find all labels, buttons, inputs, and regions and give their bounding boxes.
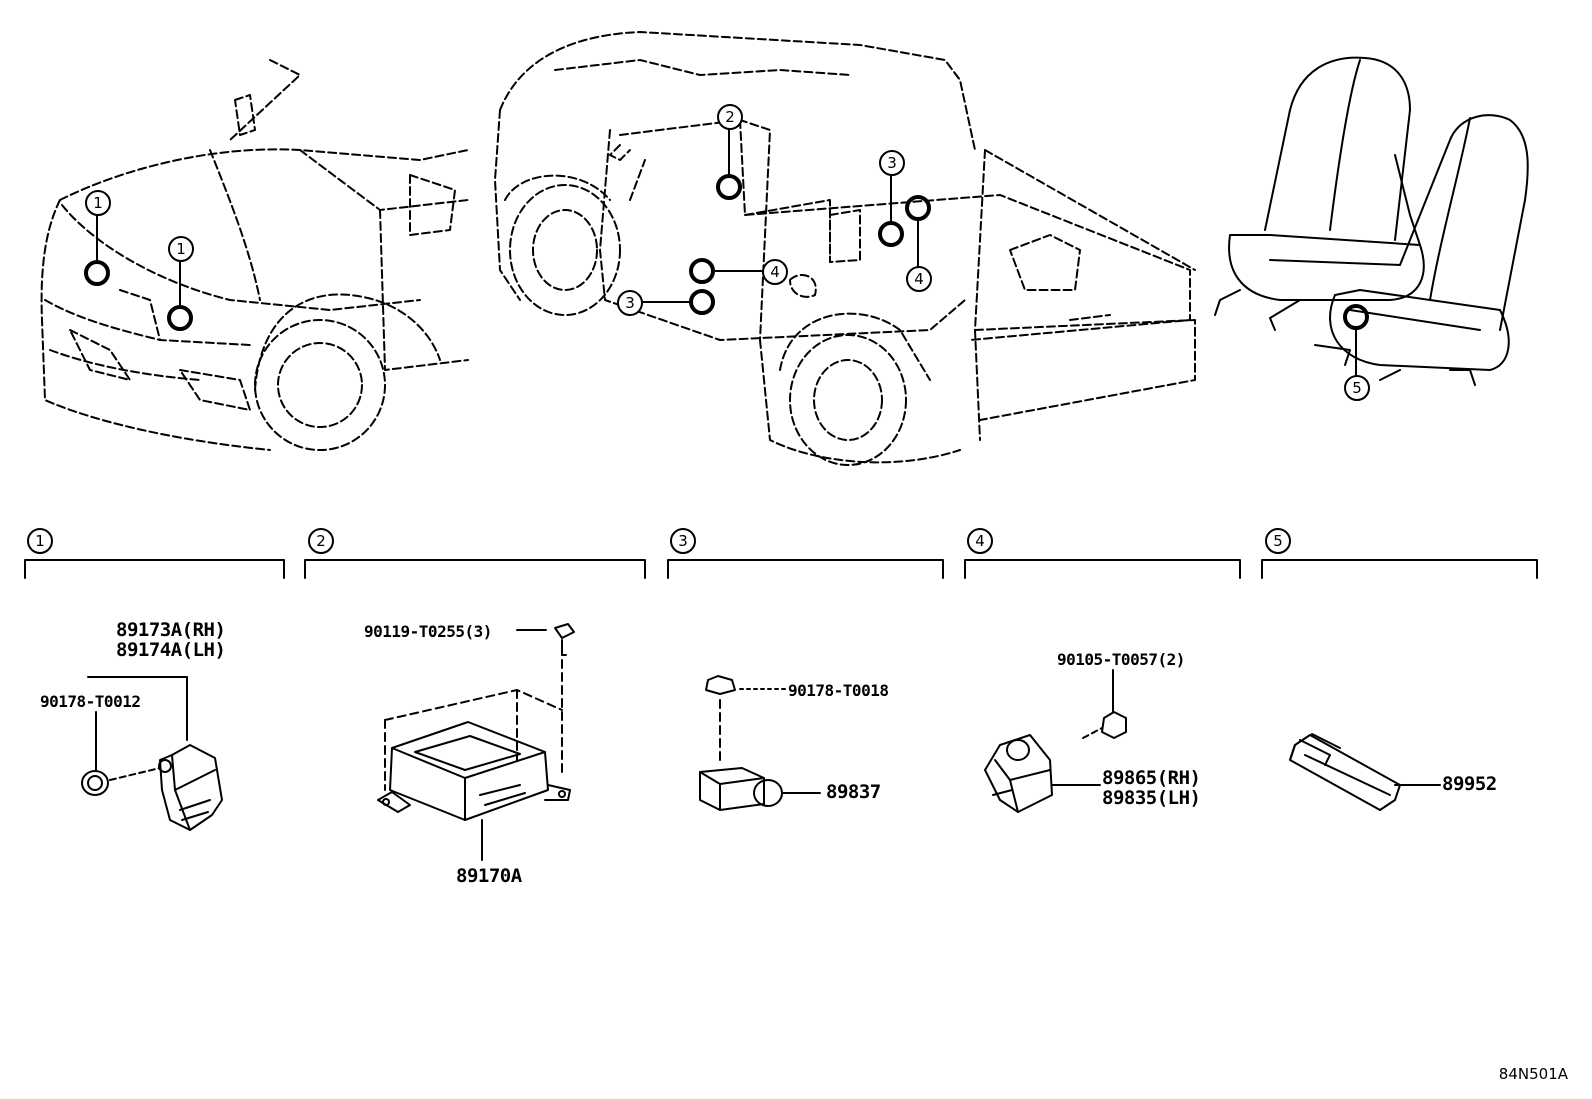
section-5-parts [1289,733,1441,811]
part-label-90119-t0255[interactable]: 90119-T0255(3) [364,622,492,641]
section-4-parts [984,669,1127,813]
callout-location-4b: 4 [762,259,788,285]
pickup-truck-sensor-markers [689,174,931,315]
part-label-89837[interactable]: 89837 [826,781,881,803]
part-label-90178-t0012[interactable]: 90178-T0012 [40,692,141,711]
section-number-4: 4 [967,528,993,554]
diagram-code: 84N501A [1498,1065,1568,1083]
section-3-parts [699,675,821,811]
pickup-truck-leaders [642,128,919,303]
section-number-3: 3 [670,528,696,554]
callout-location-4a: 4 [906,266,932,292]
part-label-89865-rh[interactable]: 89865(RH) [1102,767,1201,789]
callout-location-3a: 3 [879,150,905,176]
section-1-parts [81,676,223,831]
callout-location-1b: 1 [168,236,194,262]
part-label-90105-t0057[interactable]: 90105-T0057(2) [1057,650,1185,669]
part-label-89170a[interactable]: 89170A [456,865,522,887]
callout-location-1a: 1 [85,190,111,216]
part-label-89835-lh[interactable]: 89835(LH) [1102,787,1201,809]
seats-sensor-marker [1343,304,1369,330]
section-number-1: 1 [27,528,53,554]
callout-location-2: 2 [717,104,743,130]
part-label-89174a-lh[interactable]: 89174A(LH) [116,639,226,661]
vehicle-front-illustration [40,59,469,451]
section-brackets [24,559,1538,579]
pickup-truck-illustration [494,31,1196,466]
callout-location-5: 5 [1344,375,1370,401]
callout-location-3b: 3 [617,290,643,316]
seats-illustration [1214,56,1529,386]
part-label-89952[interactable]: 89952 [1442,773,1497,795]
section-2-parts [377,623,575,861]
section-number-5: 5 [1265,528,1291,554]
part-label-89173a-rh[interactable]: 89173A(RH) [116,619,226,641]
section-number-2: 2 [308,528,334,554]
vehicle-front-leaders [96,214,181,308]
part-label-90178-t0018[interactable]: 90178-T0018 [788,681,889,700]
